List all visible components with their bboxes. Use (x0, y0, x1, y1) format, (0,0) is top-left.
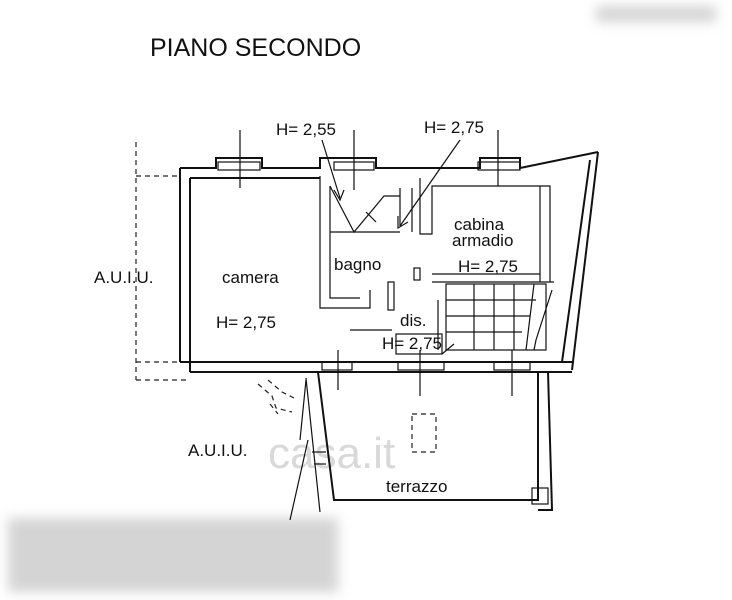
label-armadio: armadio (452, 231, 513, 250)
label-dis: dis. (400, 311, 426, 330)
adjacent-unit-left (135, 142, 190, 381)
label-bagno-height: H= 2,55 (276, 120, 336, 139)
outer-walls (179, 151, 599, 373)
label-camera: camera (222, 268, 279, 287)
annotation-arrows (321, 139, 461, 230)
terrace-walls (289, 371, 554, 521)
label-terrazzo: terrazzo (386, 477, 447, 496)
label-camera-height: H= 2,75 (216, 313, 276, 332)
bathroom-walls (319, 176, 421, 311)
staircase (445, 283, 553, 351)
label-dis-height: H= 2,75 (382, 334, 442, 353)
cabina-walls (419, 178, 554, 283)
label-cabina: cabina (454, 215, 505, 234)
label-aui-left: A.U.I.U. (94, 268, 154, 287)
label-aui-bottom: A.U.I.U. (188, 441, 248, 460)
label-corridor-height: H= 2,75 (424, 118, 484, 137)
plan-title: PIANO SECONDO (150, 34, 361, 62)
corridor-walls (350, 300, 455, 355)
watermark-text: casa.it (268, 429, 395, 478)
dashed-area-bottom-left (257, 379, 295, 415)
blurred-logo-top-right (596, 6, 716, 22)
label-bagno: bagno (334, 255, 381, 274)
blurred-footer (8, 518, 338, 592)
label-cabina-height: H= 2,75 (458, 257, 518, 276)
windows (217, 130, 531, 396)
